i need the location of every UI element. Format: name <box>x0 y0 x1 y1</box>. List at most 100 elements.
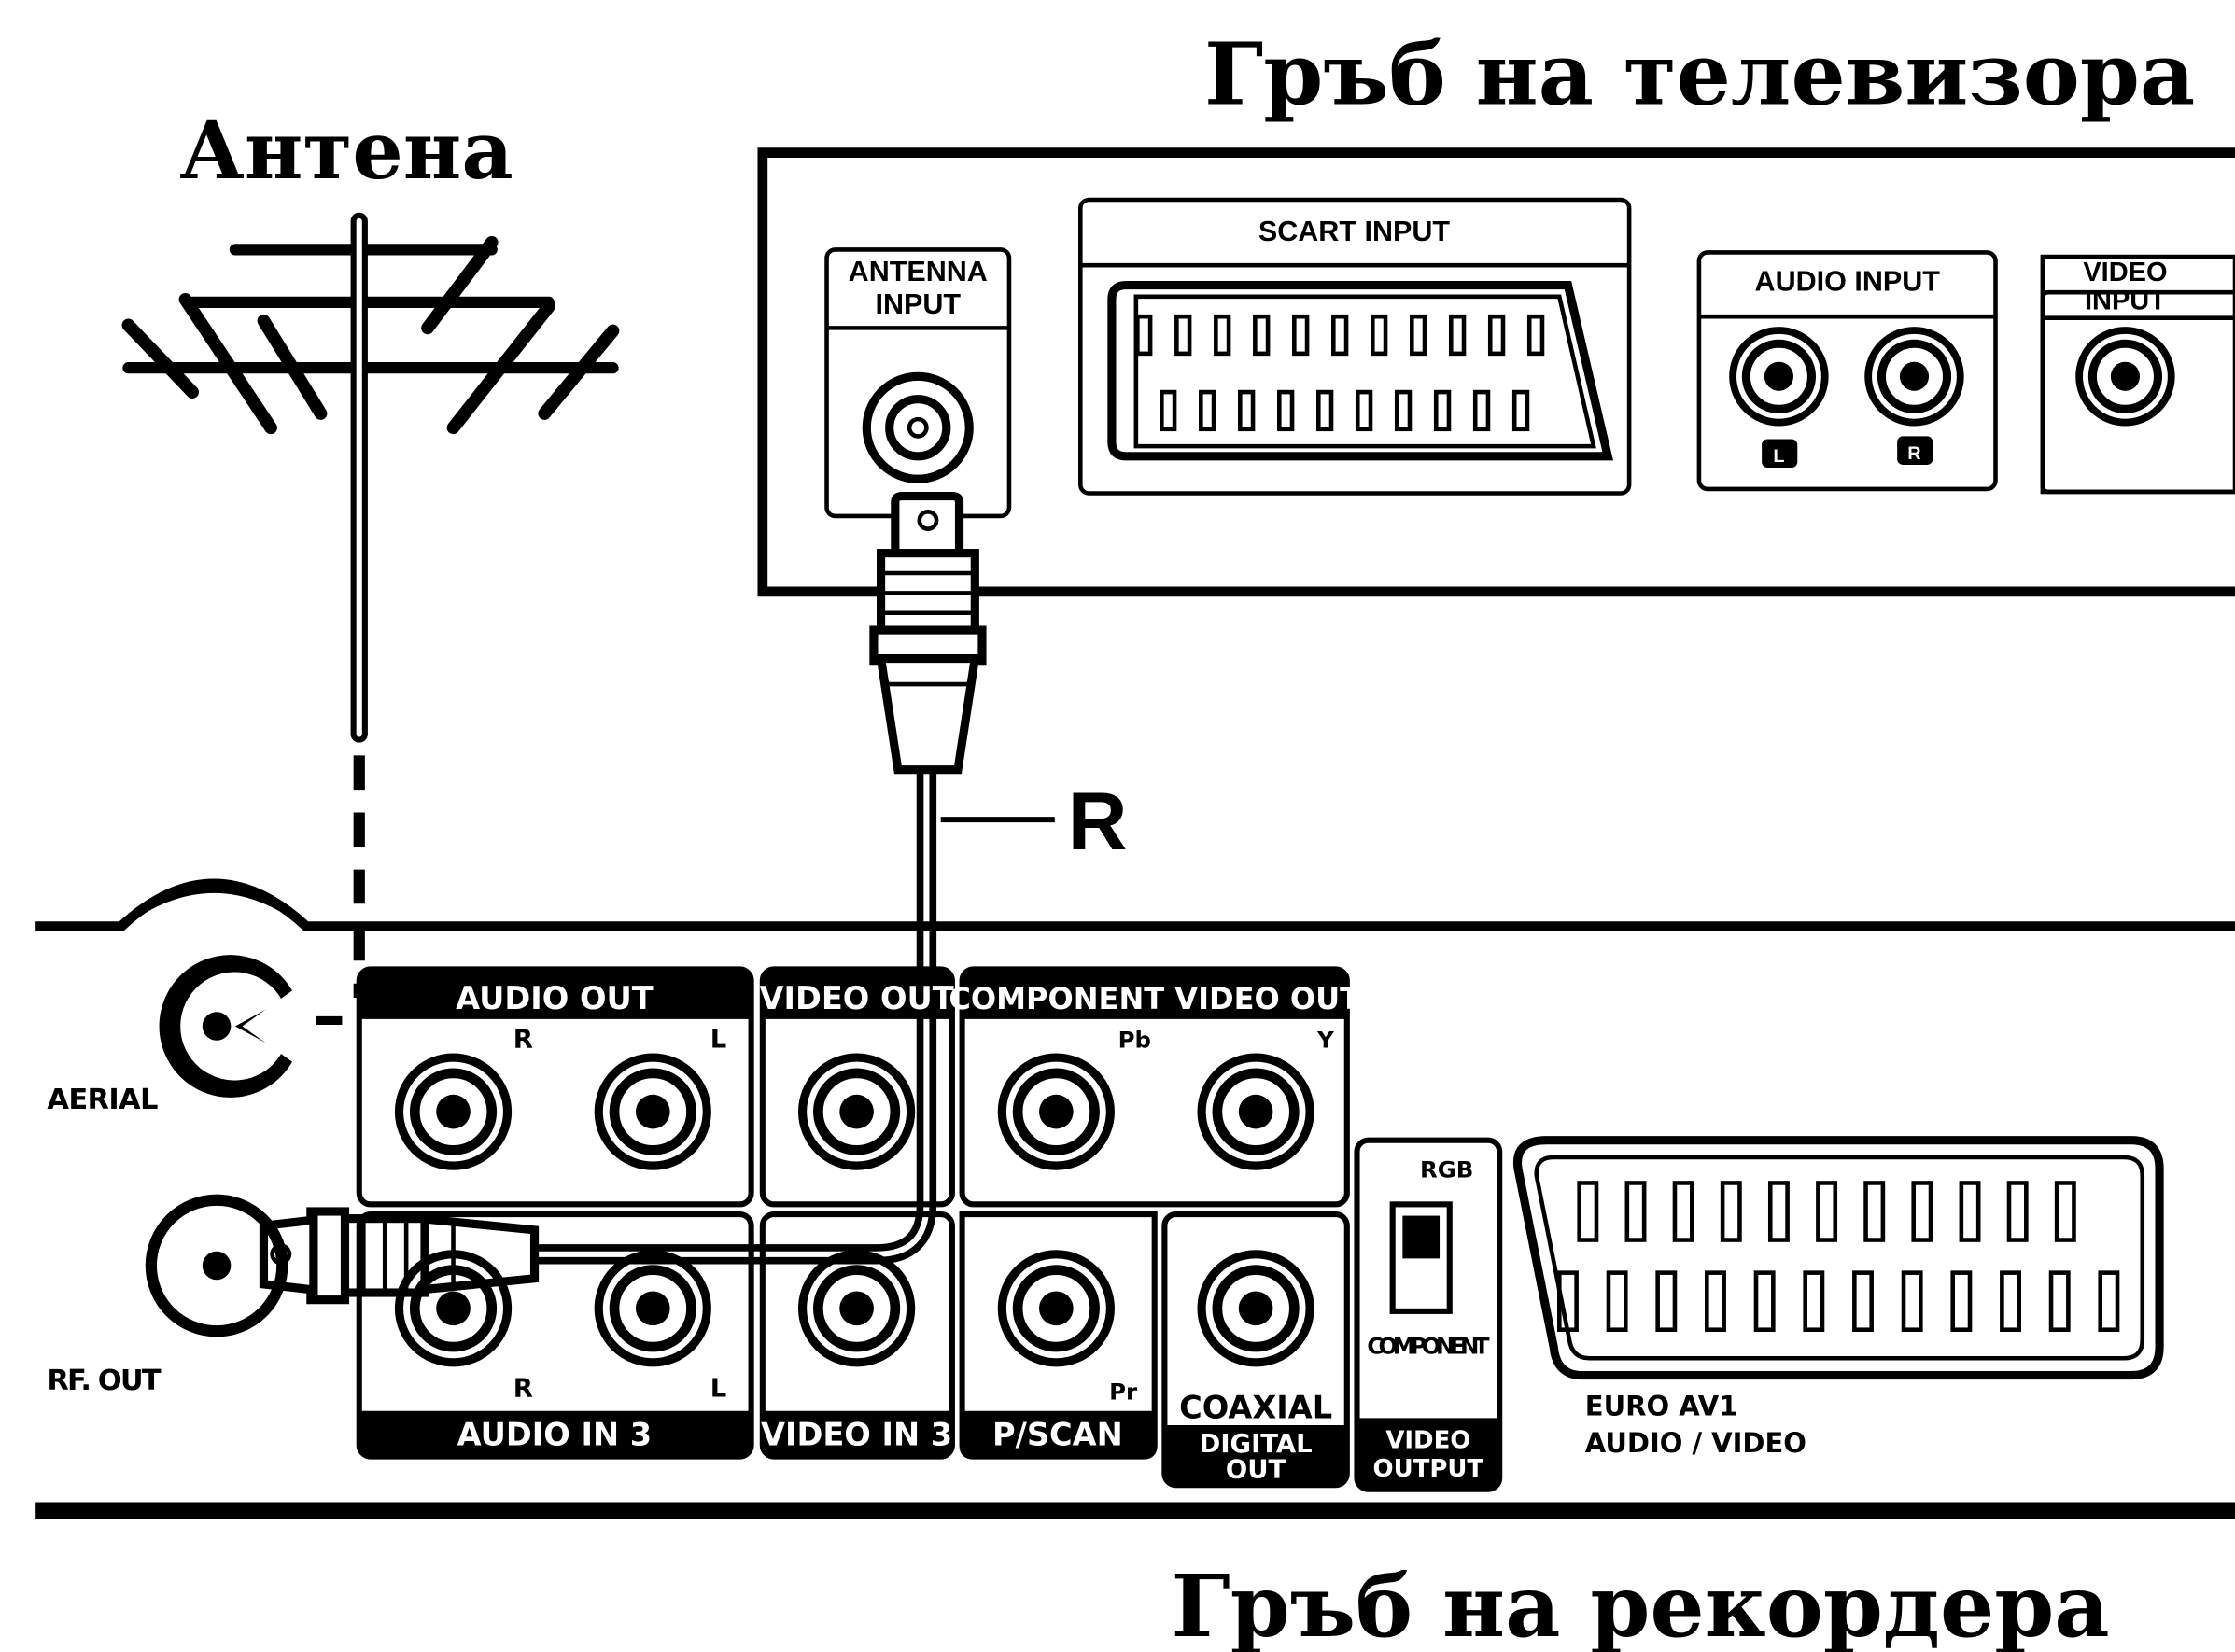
scart-pin <box>1852 1270 1874 1333</box>
y-label: Y <box>1316 1026 1334 1053</box>
aerial-jack[interactable] <box>159 955 343 1098</box>
video-out-label: VIDEO OUT <box>759 980 953 1016</box>
coaxial-digital-out-group[interactable]: COAXIAL DIGITAL OUT <box>1161 1211 1350 1489</box>
scart-pin <box>1959 1181 1981 1242</box>
scart-pin <box>1655 1270 1678 1333</box>
video-output-toggle-switch[interactable] <box>1389 1201 1453 1314</box>
scart-pin <box>1816 1181 1838 1242</box>
audio-out-label: AUDIO OUT <box>456 980 654 1016</box>
audio-input-left-jack-icon <box>1733 330 1825 423</box>
coaxial-label: COAXIAL <box>1179 1389 1332 1425</box>
scart-pin <box>1487 314 1506 357</box>
scart-pin <box>1472 389 1491 432</box>
scart-pin <box>1277 389 1295 432</box>
scart-pin <box>1557 1270 1579 1333</box>
audio-out-group[interactable]: AUDIO OUT R L <box>356 966 754 1208</box>
component-y-jack-icon <box>1202 1057 1310 1166</box>
pscan-label: P/SCAN <box>992 1416 1123 1452</box>
scart-pin <box>2000 1270 2021 1333</box>
scart-pin <box>1950 1270 1973 1333</box>
scart-pin <box>1238 389 1256 432</box>
scart-pin <box>1672 1181 1694 1242</box>
audio-out-right-jack-icon <box>400 1057 508 1166</box>
scart-pin <box>1253 314 1271 357</box>
scart-pin <box>1331 314 1349 357</box>
scart-pin <box>1624 1181 1647 1242</box>
audio-input-left-label: L <box>1773 446 1784 467</box>
audio-input-right-label: R <box>1907 443 1920 464</box>
tv-back-panel <box>757 147 2235 597</box>
digital-out-label-2: OUT <box>1226 1455 1286 1485</box>
rf-out-jack[interactable] <box>145 1194 288 1337</box>
scart-pin <box>1135 314 1153 357</box>
antenna-title: Антена <box>179 105 513 198</box>
scart-pins <box>1135 314 1545 432</box>
coaxial-jack-icon <box>1202 1254 1310 1363</box>
scart-pin <box>1371 314 1388 357</box>
video-output-switch-group[interactable]: RGB COMPONENT VIDEO OUTPUT <box>1354 1137 1503 1492</box>
audio-in3-l-label: L <box>710 1373 727 1403</box>
scart-pin <box>1606 1270 1628 1333</box>
video-out-jack-icon <box>803 1057 911 1166</box>
tv-back-title: Гръб на телевизора <box>1204 24 2195 125</box>
scart-pin <box>1160 389 1177 432</box>
recorder-back-title: Гръб на рекордера <box>1172 1556 2110 1652</box>
audio-in3-group[interactable]: AUDIO IN 3 R L <box>356 1211 754 1460</box>
euro-av1-scart-pins <box>1557 1181 2120 1333</box>
video-input-jack-icon <box>2079 330 2172 423</box>
audio-out-left-jack-icon <box>598 1057 707 1166</box>
recorder-back-panel <box>35 878 2235 1519</box>
antenna-input-jack-icon <box>862 371 974 483</box>
component-switch-label: COMPONENT <box>1367 1333 1490 1360</box>
scart-pin <box>1753 1270 1776 1333</box>
scart-pin <box>2098 1270 2120 1333</box>
audio-in3-r-label: R <box>513 1373 533 1403</box>
euro-av1-scart[interactable] <box>1512 1136 2164 1380</box>
audio-out-r-label: R <box>513 1024 533 1054</box>
video-in3-jack-icon <box>803 1254 911 1363</box>
rf-out-label: RF. OUT <box>47 1365 161 1397</box>
tv-scart-input[interactable]: SCART INPUT <box>1078 197 1632 496</box>
audio-in3-right-jack-icon <box>400 1254 508 1363</box>
scart-pin <box>1705 1270 1726 1333</box>
aerial-label: AERIAL <box>47 1084 158 1116</box>
tv-audio-input[interactable]: AUDIO INPUT L R <box>1696 250 1998 492</box>
euro-av1-label-1: EURO AV1 <box>1585 1390 1738 1421</box>
cable-plug-top-icon <box>869 491 987 775</box>
pb-label: Pb <box>1118 1026 1151 1053</box>
video-in3-group[interactable]: VIDEO IN 3 <box>759 1211 955 1460</box>
scart-pin <box>1448 314 1467 357</box>
component-pr-group[interactable]: P/SCAN Pr <box>959 1211 1158 1460</box>
scart-pin <box>1803 1270 1825 1333</box>
scart-pin <box>1863 1181 1886 1242</box>
scart-pin <box>1901 1270 1923 1333</box>
scart-pin <box>1199 389 1216 432</box>
video-input-label-2: INPUT <box>2085 287 2166 316</box>
scart-input-label: SCART INPUT <box>1258 216 1450 247</box>
digital-out-label-1: DIGITAL <box>1200 1429 1313 1459</box>
pr-label: Pr <box>1109 1379 1137 1406</box>
audio-in3-left-jack-icon <box>598 1254 707 1363</box>
scart-pin <box>1720 1181 1742 1242</box>
tv-video-input[interactable]: VIDEO INPUT <box>2040 258 2235 495</box>
antenna-input-label-1: ANTENNA <box>849 256 988 287</box>
scart-pin <box>2006 1181 2029 1242</box>
video-output-label-1: VIDEO <box>1385 1426 1470 1454</box>
scart-pin <box>2048 1270 2071 1333</box>
tv-scart-connector-icon <box>1107 281 1613 461</box>
tv-antenna-input[interactable]: ANTENNA INPUT <box>824 247 1012 519</box>
scart-pin <box>1911 1181 1933 1242</box>
antenna-icon <box>121 212 620 743</box>
scart-pin <box>1577 1181 1599 1242</box>
component-pr-jack-icon <box>1002 1254 1110 1363</box>
component-video-out-group[interactable]: COMPONENT VIDEO OUT Pb Y <box>949 966 1360 1208</box>
scart-pin <box>1214 314 1231 357</box>
video-out-group[interactable]: VIDEO OUT <box>759 966 955 1208</box>
scart-pin <box>1767 1181 1790 1242</box>
scart-pin <box>1292 314 1310 357</box>
scart-pin <box>2054 1181 2076 1242</box>
video-input-label-1: VIDEO <box>2083 258 2167 287</box>
component-video-out-label: COMPONENT VIDEO OUT <box>949 981 1360 1016</box>
rgb-label: RGB <box>1420 1155 1473 1183</box>
scart-pin <box>1315 389 1334 432</box>
